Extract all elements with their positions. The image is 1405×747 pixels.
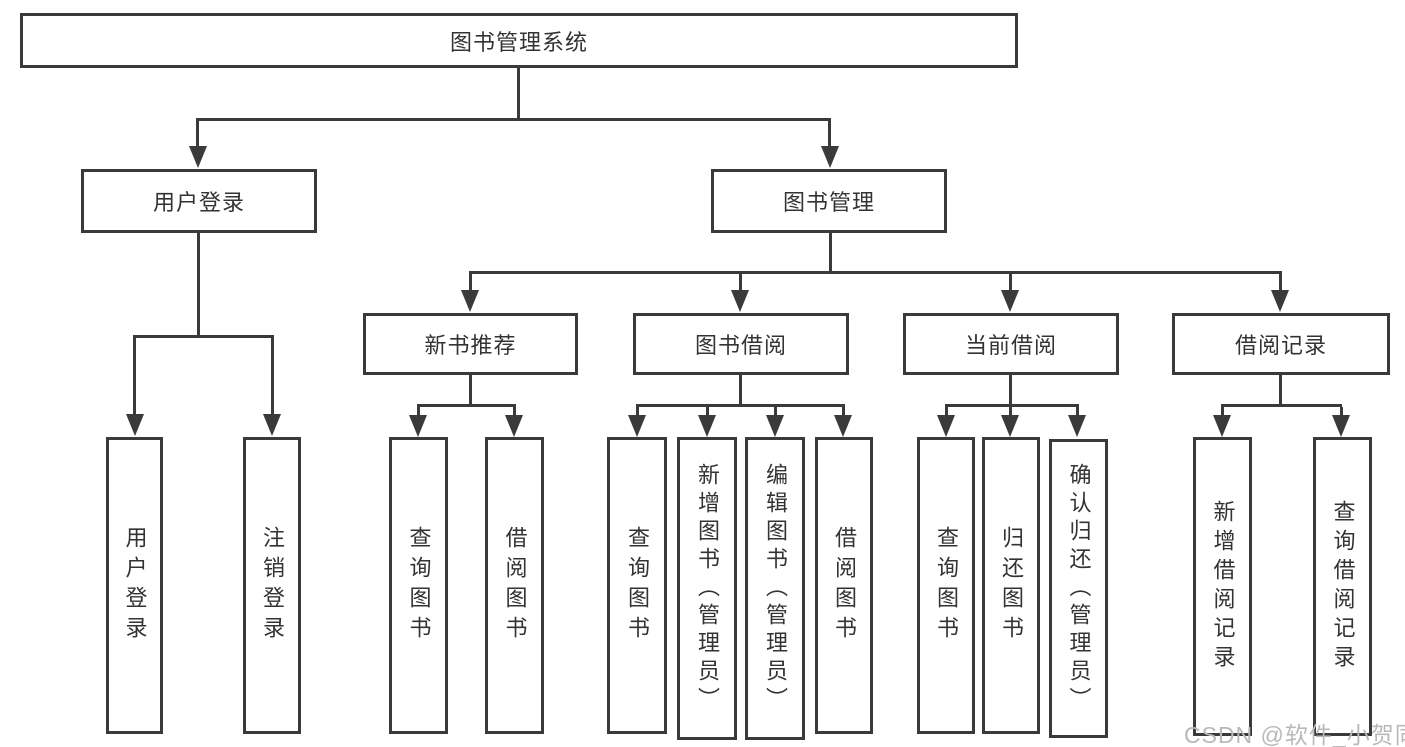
arrowhead-down <box>505 415 523 437</box>
connector-line <box>1076 407 1079 417</box>
connector-line <box>469 274 472 292</box>
leaf-add-book-admin: 新增图书（管理员） <box>677 437 737 740</box>
leaf-query-book: 查询图书 <box>389 437 448 734</box>
node-user-login: 用户登录 <box>81 169 317 233</box>
arrowhead-down <box>461 290 479 312</box>
connector-line <box>517 68 520 120</box>
connector-line <box>739 274 742 292</box>
connector-line <box>774 407 777 417</box>
connector-line <box>1221 407 1224 417</box>
connector-line <box>271 338 274 415</box>
connector-line <box>1009 375 1012 407</box>
connector-line <box>513 407 516 417</box>
leaf-return-book: 归还图书 <box>982 437 1040 734</box>
arrowhead-down <box>1213 415 1231 437</box>
arrowhead-down <box>1332 415 1350 437</box>
connector-line <box>133 338 136 415</box>
connector-line <box>829 233 832 273</box>
arrowhead-down <box>263 414 281 436</box>
leaf-user-login: 用户登录 <box>106 437 163 734</box>
arrowhead-down <box>1271 290 1289 312</box>
leaf-query-borrow-record: 查询借阅记录 <box>1313 437 1372 736</box>
arrowhead-down <box>628 415 646 437</box>
connector-line <box>945 404 1079 407</box>
connector-line <box>1279 274 1282 292</box>
arrowhead-down <box>766 415 784 437</box>
arrowhead-down <box>126 414 144 436</box>
connector-line <box>636 404 845 407</box>
arrowhead-down <box>1001 290 1019 312</box>
arrowhead-down <box>698 415 716 437</box>
arrowhead-down <box>821 146 839 168</box>
connector-line <box>1279 375 1282 407</box>
connector-line <box>636 407 639 417</box>
arrowhead-down <box>409 415 427 437</box>
connector-line <box>1009 274 1012 292</box>
connector-line <box>739 375 742 407</box>
arrowhead-down <box>1001 415 1019 437</box>
connector-line <box>1009 407 1012 417</box>
arrowhead-down <box>1068 415 1086 437</box>
connector-line <box>828 121 831 149</box>
connector-line <box>417 407 420 417</box>
connector-line <box>945 407 948 417</box>
leaf-borrow-book: 借阅图书 <box>485 437 544 734</box>
csdn-watermark: CSDN @软件_小贺同学 <box>1184 722 1405 747</box>
connector-line <box>706 407 709 417</box>
leaf-confirm-return-admin: 确认归还（管理员） <box>1049 439 1108 738</box>
connector-line <box>196 121 199 149</box>
connector-line <box>1340 407 1343 417</box>
node-book-borrow: 图书借阅 <box>633 313 849 375</box>
leaf-add-borrow-record: 新增借阅记录 <box>1193 437 1252 736</box>
node-borrow-records: 借阅记录 <box>1172 313 1390 375</box>
connector-line <box>417 404 516 407</box>
leaf-query-book: 查询图书 <box>917 437 975 734</box>
leaf-query-book: 查询图书 <box>607 437 667 734</box>
connector-line <box>196 118 831 121</box>
connector-line <box>469 271 1282 274</box>
node-new-book-recommend: 新书推荐 <box>363 313 578 375</box>
connector-line <box>197 233 200 338</box>
leaf-logout: 注销登录 <box>243 437 301 734</box>
node-book-management: 图书管理 <box>711 169 947 233</box>
connector-line <box>842 407 845 417</box>
connector-line <box>469 375 472 407</box>
node-current-borrow: 当前借阅 <box>903 313 1119 375</box>
connector-line <box>1221 404 1342 407</box>
arrowhead-down <box>189 146 207 168</box>
node-root-library-system: 图书管理系统 <box>20 13 1018 68</box>
leaf-edit-book-admin: 编辑图书（管理员） <box>745 437 805 740</box>
arrowhead-down <box>937 415 955 437</box>
connector-line <box>133 335 274 338</box>
arrowhead-down <box>834 415 852 437</box>
arrowhead-down <box>731 290 749 312</box>
leaf-borrow-book: 借阅图书 <box>815 437 873 734</box>
